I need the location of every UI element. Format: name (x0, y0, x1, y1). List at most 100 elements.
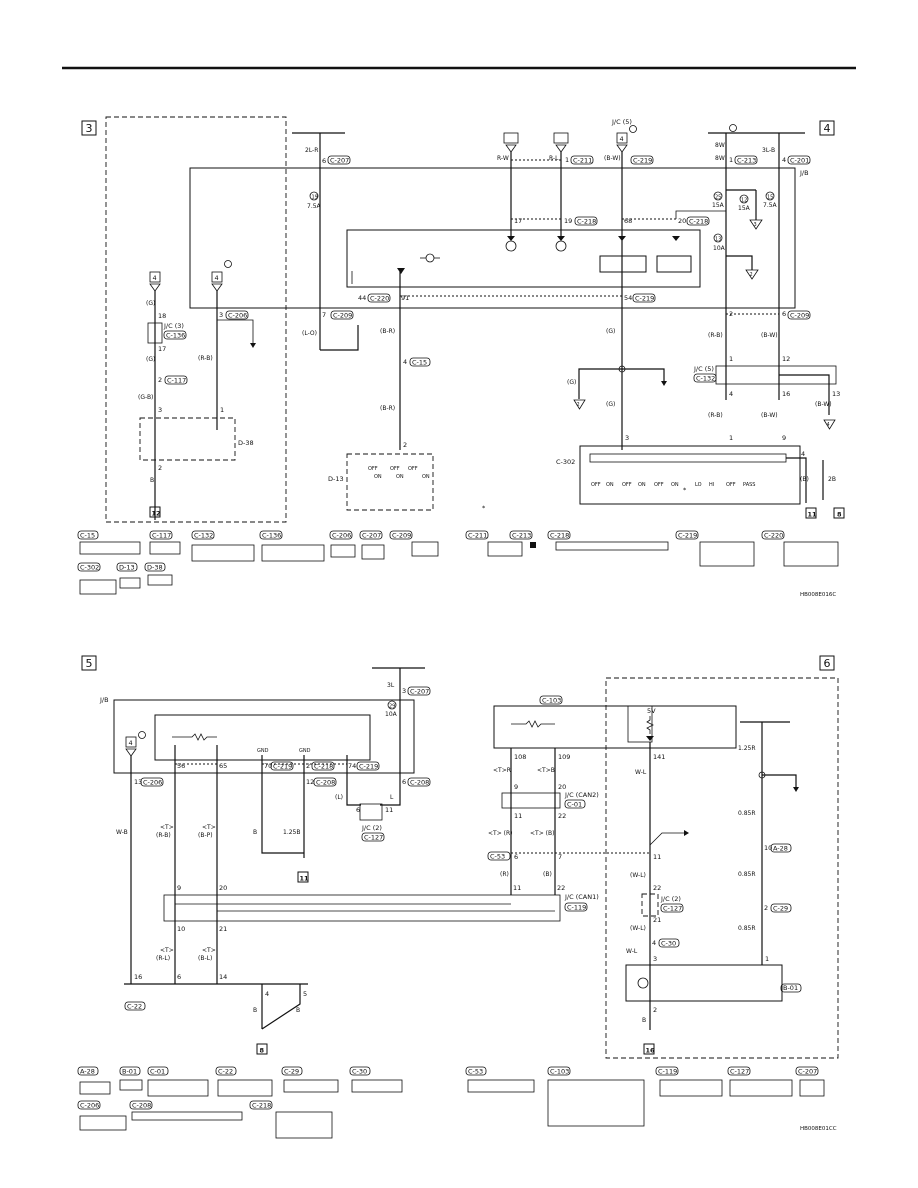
svg-text:19: 19 (564, 217, 572, 225)
svg-text:(W-L): (W-L) (630, 872, 646, 879)
svg-text:B: B (296, 1007, 300, 1014)
conn-c208 (313, 777, 337, 787)
svg-text:C-206: C-206 (228, 312, 247, 320)
svg-text:11: 11 (514, 812, 522, 820)
svg-text:(R-B): (R-B) (708, 412, 723, 419)
conn-c53 (487, 851, 511, 861)
c302-column-switch (579, 445, 801, 505)
d13-label: D-13 (328, 475, 344, 483)
svg-text:ON: ON (422, 474, 430, 480)
svg-text:13: 13 (832, 390, 840, 398)
jc-can2-block (501, 792, 561, 809)
svg-text:2: 2 (764, 904, 768, 912)
bottom-diagram: 5 6 J/B GND GND 3L 3 C-207 29 10A 4 13 C… (77, 655, 839, 1139)
svg-text:(B-W): (B-W) (604, 155, 621, 162)
conn-c127b (660, 903, 684, 913)
svg-text:(G-B): (G-B) (138, 394, 153, 401)
svg-text:C-103: C-103 (550, 1068, 569, 1076)
jc5-label: J/C (5) (611, 118, 632, 126)
svg-text:B-01: B-01 (122, 1068, 137, 1076)
svg-text:20: 20 (678, 217, 686, 225)
svg-text:4: 4 (403, 358, 407, 366)
svg-text:<T>: <T> (202, 824, 216, 831)
svg-text:3: 3 (653, 955, 657, 963)
svg-text:C-207: C-207 (362, 532, 381, 540)
conn-c218-b (686, 216, 710, 226)
junction-block-bottom (113, 699, 415, 774)
svg-text:(G): (G) (146, 356, 155, 363)
wire-2l-r: 2L-R (305, 147, 318, 154)
svg-text:1: 1 (565, 156, 569, 164)
svg-text:C-206: C-206 (143, 779, 162, 787)
svg-text:B: B (253, 1007, 257, 1014)
svg-text:C-211: C-211 (468, 532, 487, 540)
conn-c211 (570, 155, 594, 165)
svg-text:15: 15 (767, 195, 773, 201)
conn-c119 (564, 902, 588, 912)
svg-text:C-219: C-219 (359, 763, 378, 771)
svg-text:10: 10 (764, 844, 772, 852)
bottom-connector-legend: A-28 B-01 C-01 C-22 C-29 C-30 C-206 C-20… (77, 1066, 825, 1139)
svg-text:B-01: B-01 (783, 984, 798, 992)
b01-sensor (625, 964, 783, 1002)
svg-text:ON: ON (374, 474, 382, 480)
sheet-marker-5-label: 5 (86, 657, 93, 670)
svg-text:4: 4 (729, 390, 733, 398)
svg-text:2B: 2B (828, 476, 836, 483)
svg-text:A-28: A-28 (773, 845, 788, 853)
svg-text:OFF: OFF (591, 482, 601, 488)
svg-text:C-220: C-220 (370, 295, 389, 303)
svg-text:3: 3 (158, 406, 162, 414)
svg-text:18: 18 (158, 312, 166, 320)
svg-text:C-302: C-302 (80, 564, 99, 572)
svg-text:0.85R: 0.85R (738, 871, 756, 878)
svg-text:C-207: C-207 (798, 1068, 817, 1076)
svg-text:4: 4 (620, 135, 624, 143)
conn-c201 (787, 155, 811, 165)
top-connector-legend: C-15 C-117 C-132 C-136 C-206 C-207 C-209… (77, 530, 839, 595)
svg-text:*: * (683, 486, 687, 494)
svg-text:7: 7 (558, 853, 562, 861)
svg-text:<T>: <T> (202, 947, 216, 954)
svg-text:J/B: J/B (99, 696, 109, 704)
svg-text:W-B: W-B (116, 829, 128, 836)
svg-text:C-219: C-219 (678, 532, 697, 540)
svg-text:70: 70 (264, 762, 272, 770)
svg-text:C-219: C-219 (635, 295, 654, 303)
svg-text:(W-L): (W-L) (630, 925, 646, 932)
conn-c136 (163, 330, 187, 340)
fuse-19 (309, 191, 319, 201)
svg-text:W-L: W-L (626, 948, 638, 955)
conn-c207-bottom (407, 686, 431, 696)
svg-text:OFF: OFF (368, 466, 378, 472)
svg-text:C-219: C-219 (633, 157, 652, 165)
svg-text:5V: 5V (647, 707, 656, 715)
c302-label: C-302 (556, 458, 575, 466)
svg-text:ON: ON (671, 482, 679, 488)
svg-text:C-30: C-30 (352, 1068, 367, 1076)
conn-c208b (407, 777, 431, 787)
svg-text:1: 1 (729, 156, 733, 164)
svg-text:C-127: C-127 (730, 1068, 749, 1076)
svg-text:3: 3 (219, 311, 223, 319)
svg-text:22: 22 (557, 884, 565, 892)
svg-text:<T> (R): <T> (R) (488, 830, 512, 837)
transistor-b (555, 240, 567, 252)
svg-text:C-218: C-218 (689, 218, 708, 226)
svg-text:C-22: C-22 (218, 1068, 233, 1076)
svg-text:C-213: C-213 (512, 532, 531, 540)
d38-switch (139, 417, 236, 461)
svg-text:25: 25 (715, 195, 721, 201)
svg-text:0.85R: 0.85R (738, 810, 756, 817)
svg-text:(L-O): (L-O) (302, 330, 317, 337)
jb-label: J/B (799, 169, 809, 177)
svg-text:56: 56 (177, 762, 185, 770)
svg-text:12: 12 (152, 510, 161, 518)
svg-text:C-119: C-119 (567, 904, 586, 912)
svg-text:19: 19 (312, 195, 318, 201)
svg-text:4: 4 (153, 274, 157, 282)
svg-text:C-201: C-201 (790, 157, 809, 165)
conn-c209 (330, 310, 354, 320)
transistor-a (505, 240, 517, 252)
svg-text:GND: GND (257, 748, 269, 754)
